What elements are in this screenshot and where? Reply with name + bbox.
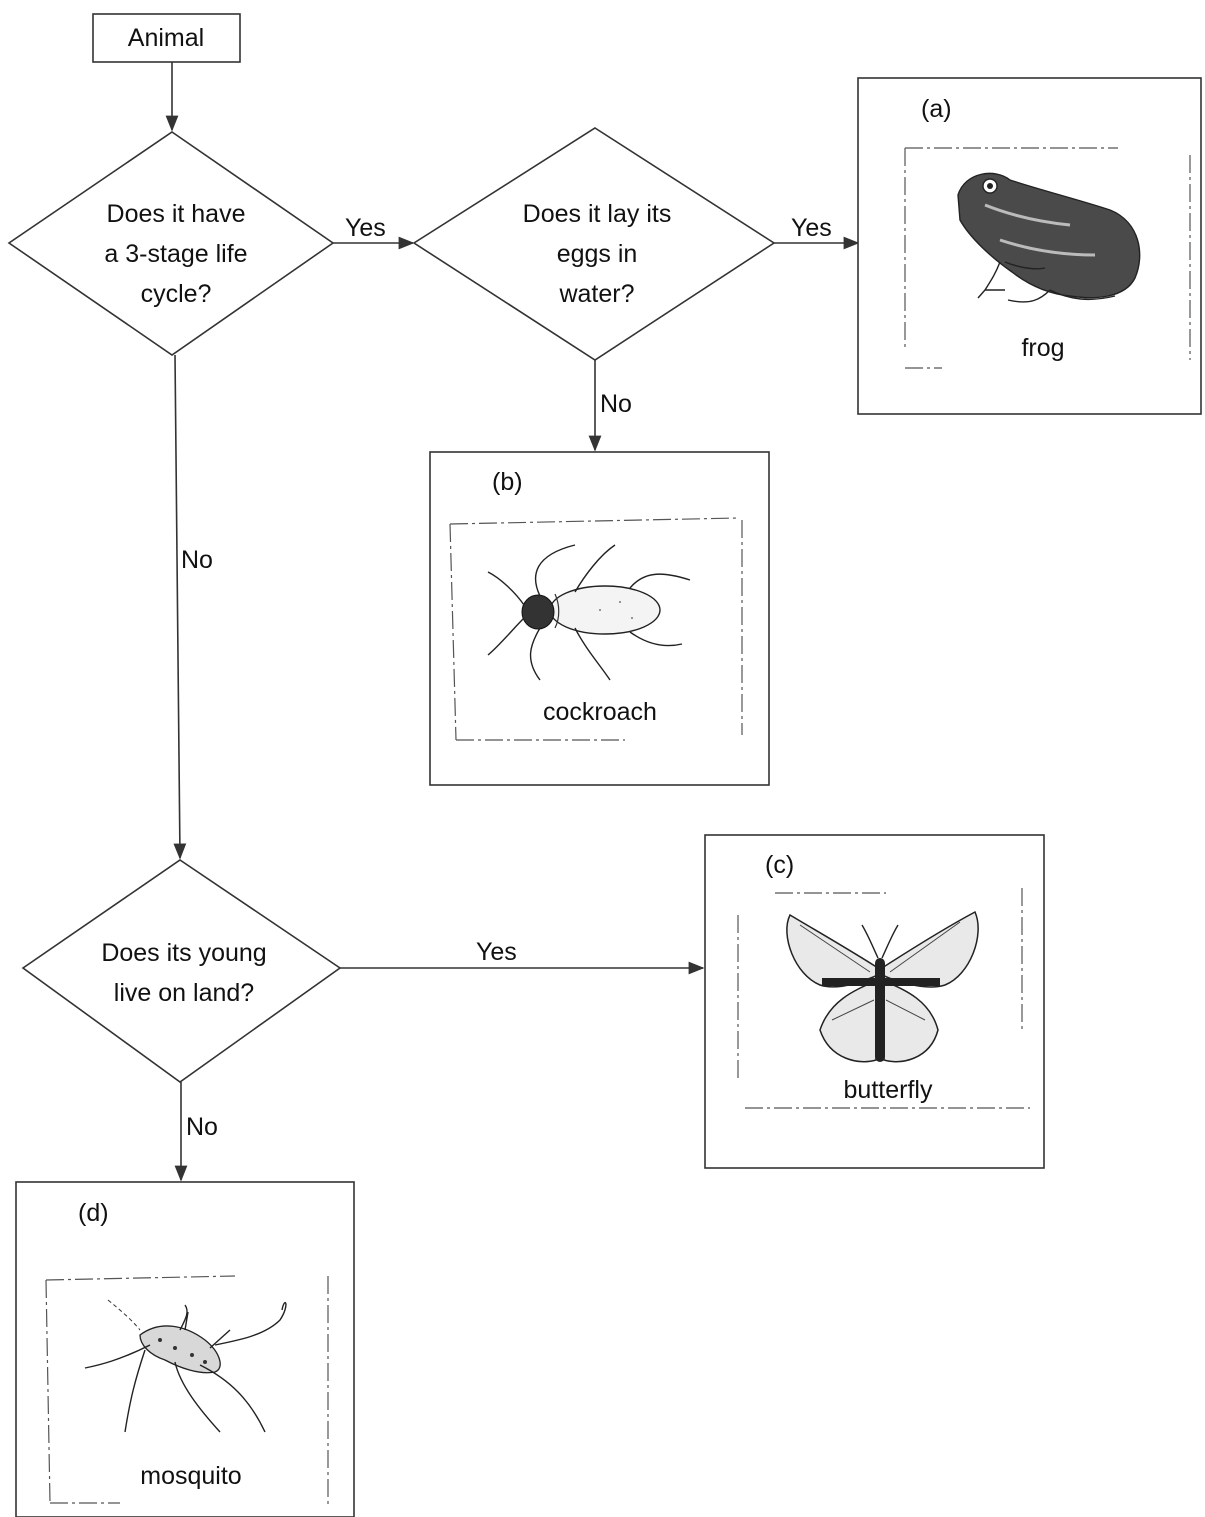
decision-eggs-in-water: Does it lay its eggs in water? — [412, 127, 776, 361]
edge-label-q3-yes: Yes — [476, 938, 517, 966]
outcome-cockroach-name: cockroach — [543, 698, 657, 726]
decision-young-on-land: Does its young live on land? — [21, 859, 342, 1083]
outcome-mosquito-name: mosquito — [140, 1462, 241, 1490]
outcome-frog-letter: (a) — [921, 95, 952, 123]
outcome-frog: (a) frog — [857, 77, 1202, 415]
decision-life-cycle: Does it have a 3-stage life cycle? — [7, 131, 335, 356]
outcome-cockroach: (b) cockroach — [429, 451, 770, 786]
cockroach-icon — [487, 544, 691, 681]
start-label: Animal — [128, 24, 204, 52]
decision-life-cycle-line-2: a 3-stage life — [104, 240, 247, 268]
edge-label-q1-yes: Yes — [345, 214, 386, 242]
decision-young-on-land-line-2: live on land? — [114, 979, 254, 1007]
decision-life-cycle-line-1: Does it have — [107, 200, 246, 228]
outcome-butterfly: (c) butterfly — [704, 834, 1045, 1169]
outcome-mosquito-letter: (d) — [78, 1199, 109, 1227]
outcome-mosquito: (d) mosquito — [15, 1181, 355, 1517]
outcome-butterfly-letter: (c) — [765, 851, 794, 879]
edge-label-q1-no: No — [181, 546, 213, 574]
edge-label-q2-yes: Yes — [791, 214, 832, 242]
decision-young-on-land-line-1: Does its young — [101, 939, 266, 967]
edge-label-q3-no: No — [186, 1113, 218, 1141]
decision-eggs-in-water-line-1: Does it lay its — [523, 200, 672, 228]
outcome-butterfly-name: butterfly — [844, 1076, 933, 1104]
start-node: Animal — [92, 13, 241, 63]
butterfly-icon — [786, 910, 979, 1063]
connector-q1-q3 — [173, 354, 187, 860]
frog-icon — [957, 172, 1141, 303]
outcome-frog-name: frog — [1021, 334, 1064, 362]
outcome-cockroach-letter: (b) — [492, 468, 523, 496]
edge-label-q2-no: No — [600, 390, 632, 418]
decision-life-cycle-line-3: cycle? — [141, 280, 212, 308]
mosquito-icon — [84, 1299, 287, 1433]
decision-eggs-in-water-line-3: water? — [558, 280, 634, 308]
decision-eggs-in-water-line-2: eggs in — [557, 240, 638, 268]
